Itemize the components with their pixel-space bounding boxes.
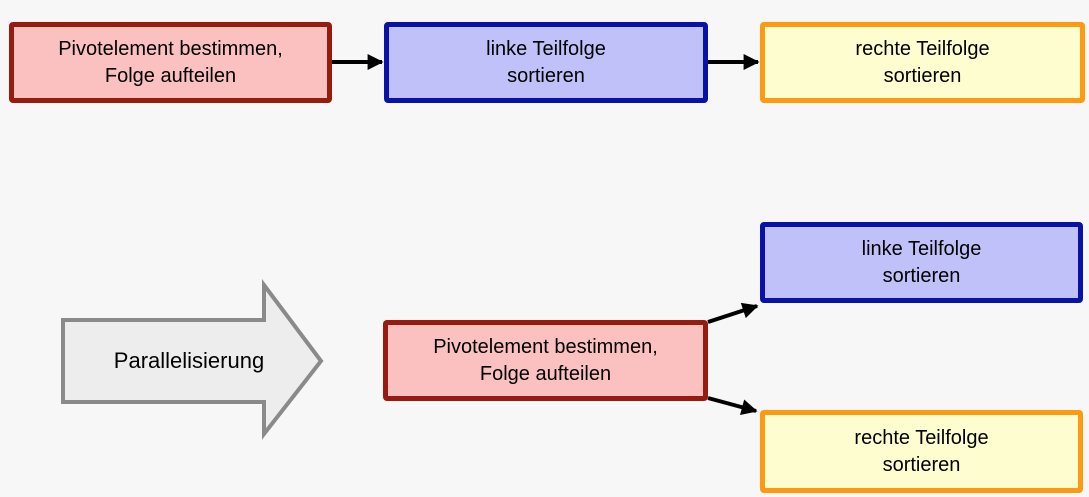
seq-left-line2: sortieren	[507, 64, 585, 87]
par-right-line1: rechte Teilfolge	[854, 426, 989, 449]
seq-right-sort-box: rechte Teilfolge sortieren	[760, 22, 1085, 103]
seq-left-sort-box: linke Teilfolge sortieren	[384, 22, 708, 103]
arrow-par-pivot-to-right	[707, 396, 758, 415]
arrow-par-pivot-to-left	[707, 302, 759, 324]
par-pivot-box: Pivotelement bestimmen, Folge aufteilen	[383, 320, 708, 401]
seq-pivot-box: Pivotelement bestimmen, Folge aufteilen	[9, 22, 332, 103]
par-pivot-line2: Folge aufteilen	[479, 362, 612, 385]
par-right-line2: sortieren	[882, 453, 961, 476]
par-left-sort-box: linke Teilfolge sortieren	[760, 222, 1083, 303]
parallelisierung-label: Parallelisierung	[113, 348, 265, 373]
parallelisierung-block-arrow	[61, 279, 324, 440]
seq-left-line1: linke Teilfolge	[486, 37, 606, 60]
par-pivot-line1: Pivotelement bestimmen,	[433, 335, 658, 358]
par-right-sort-box: rechte Teilfolge sortieren	[760, 410, 1083, 493]
seq-pivot-line1: Pivotelement bestimmen,	[58, 37, 283, 60]
par-left-line1: linke Teilfolge	[861, 237, 982, 260]
seq-right-line1: rechte Teilfolge	[855, 37, 990, 60]
seq-right-line2: sortieren	[883, 64, 962, 87]
seq-pivot-line2: Folge aufteilen	[104, 64, 237, 87]
par-left-line2: sortieren	[882, 264, 961, 287]
